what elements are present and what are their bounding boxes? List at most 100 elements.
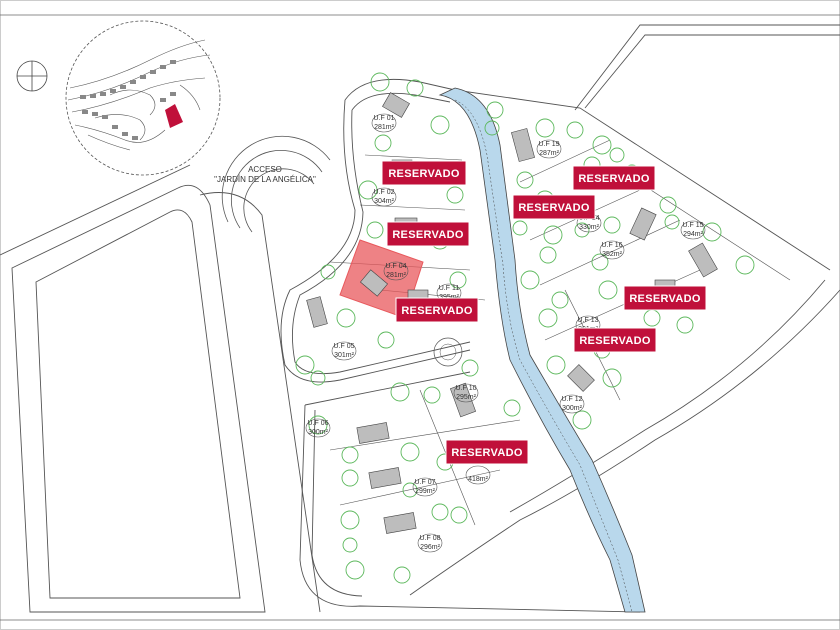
lot-label: U.F 04 281m² (383, 261, 409, 281)
lot-area: 281m² (386, 272, 407, 279)
reserved-badge: RESERVADO (573, 327, 657, 353)
tree-icon (449, 271, 467, 289)
lot-area: 295m² (456, 394, 477, 401)
reserved-badge-text: RESERVADO (518, 202, 590, 214)
left-road-outlines (0, 164, 321, 613)
reserved-badge-bg (573, 327, 657, 353)
lot-label: U.F 01 281m² (371, 113, 397, 133)
lot-id: U.F 06 (307, 420, 328, 427)
tree-icon (295, 355, 315, 375)
lot-id: U.F 01 (373, 115, 394, 122)
access-label: ACCESO (248, 165, 282, 174)
reserved-badge: RESERVADO (623, 285, 707, 311)
tree-icon (702, 222, 722, 242)
tree-icon (591, 253, 609, 271)
tree-icon (520, 270, 540, 290)
reserved-labels: RESERVADO RESERVADO RESERVADO RESERVADO RESE… (381, 160, 707, 465)
tree-icon (370, 72, 390, 92)
stream (438, 87, 646, 613)
tree-icon (390, 382, 410, 402)
tree-icon (336, 308, 356, 328)
reserved-badge: RESERVADO (445, 439, 529, 465)
lot-label-oval (417, 533, 443, 553)
lot-id: U.F 04 (385, 263, 406, 270)
tree-icon (400, 442, 420, 462)
tree-icon (377, 331, 395, 349)
lot-label-oval (453, 383, 479, 403)
tree-icon (450, 506, 468, 524)
reserved-badge: RESERVADO (386, 221, 470, 247)
tree-icon (341, 469, 359, 487)
tree-icon (543, 225, 563, 245)
lot-label: U.F 16 352m² (599, 240, 625, 260)
access-roundabout (221, 135, 331, 233)
reserved-badge-bg (395, 297, 479, 323)
reserved-badge-text: RESERVADO (401, 305, 473, 317)
lot-id: U.F 08 (419, 535, 440, 542)
lot-label-oval (305, 418, 331, 438)
tree-icon (735, 255, 755, 275)
reserved-badge: RESERVADO (381, 160, 467, 186)
tree-icon (320, 264, 336, 280)
lot-area: 300m² (562, 405, 583, 412)
lot-area: 294m² (683, 231, 704, 238)
lot-id: U.F 11 (439, 285, 460, 292)
tree-icon (535, 118, 555, 138)
lot-id: U.F 19 (538, 141, 559, 148)
tree-icon (310, 370, 326, 386)
lot-id: U.F 07 (414, 479, 435, 486)
tree-icon (393, 566, 411, 584)
reserved-badge-bg (512, 194, 596, 220)
reserved-badge: RESERVADO (572, 165, 656, 191)
reserved-badge: RESERVADO (395, 297, 479, 323)
tree-icon (340, 510, 360, 530)
reserved-badge-bg (381, 160, 467, 186)
tree-icon (539, 246, 557, 264)
north-arrow-icon (16, 60, 48, 92)
lot-label-oval (536, 139, 562, 159)
tree-icon (423, 386, 441, 404)
lot-label-oval (371, 187, 397, 207)
reserved-badge-bg (386, 221, 470, 247)
lot-label-oval (331, 341, 357, 361)
lot-label-oval (465, 465, 491, 485)
lot-id: U.F 12 (561, 396, 582, 403)
lot-label-oval (371, 113, 397, 133)
tree-icon (512, 220, 528, 236)
tree-icon (592, 135, 612, 155)
tree-icon (676, 316, 694, 334)
lot-label-oval (599, 240, 625, 260)
lot-id: U.F 10 (455, 385, 476, 392)
lot-area: 304m² (374, 198, 395, 205)
lot-label: U.F 12 300m² (559, 394, 585, 414)
lot-id: U.F 05 (333, 343, 354, 350)
tree-icon (574, 222, 590, 238)
tree-icon (546, 355, 566, 375)
tree-icon (374, 134, 392, 152)
tree-icon (598, 280, 618, 300)
location-inset-map (65, 20, 221, 176)
tree-icon (566, 121, 584, 139)
tree-icon (603, 216, 621, 234)
lot-area: 352m² (602, 251, 623, 258)
lot-id: U.F 13 (577, 317, 598, 324)
tree-icon (308, 415, 328, 435)
reserved-badge-text: RESERVADO (629, 293, 701, 305)
reserved-badge-text: RESERVADO (451, 447, 523, 459)
lot-id: U.F 16 (601, 242, 622, 249)
tree-icon (486, 101, 504, 119)
tree-icon (659, 196, 677, 214)
lot-label-oval (559, 394, 585, 414)
tree-icon (406, 79, 424, 97)
tree-icon (503, 399, 521, 417)
lot-area: 281m² (374, 124, 395, 131)
reserved-badge-bg (623, 285, 707, 311)
tree-icon (484, 120, 500, 136)
tree-icon (664, 214, 680, 230)
